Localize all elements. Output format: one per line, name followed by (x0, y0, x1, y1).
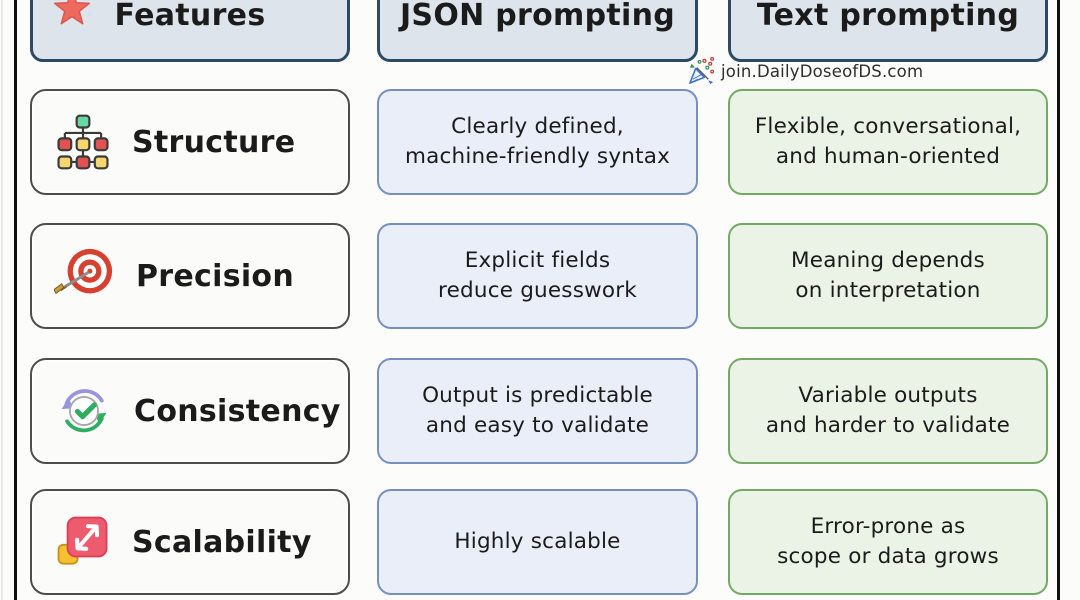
cell-consistency-text: Variable outputs and harder to validate (728, 358, 1048, 464)
watermark: join.DailyDoseofDS.com (686, 56, 923, 87)
feature-structure-label: Structure (132, 124, 296, 160)
cell-scalability-text: Error-prone as scope or data grows (728, 489, 1048, 595)
watermark-text: join.DailyDoseofDS.com (721, 62, 924, 81)
table-frame-left (14, 0, 17, 600)
cell-precision-json: Explicit fields reduce guesswork (377, 223, 698, 329)
cell-precision-text: Meaning depends on interpretation (728, 223, 1048, 329)
cell-scalability-json: Highly scalable (377, 489, 698, 595)
table-frame-right (1057, 0, 1060, 600)
dartboard-icon (54, 245, 116, 307)
header-features: Features (30, 0, 350, 62)
header-json-label: JSON prompting (399, 0, 676, 33)
sync-check-icon (54, 381, 114, 441)
resize-arrow-icon (54, 513, 112, 571)
cell-structure-json: Clearly defined, machine-friendly syntax (377, 89, 698, 195)
cell-consistency-json: Output is predictable and easy to valida… (377, 358, 698, 464)
flowchart-icon (54, 113, 112, 171)
feature-scalability-label: Scalability (132, 524, 312, 560)
feature-consistency-label: Consistency (134, 393, 341, 429)
star-icon (49, 0, 95, 31)
cell-structure-text: Flexible, conversational, and human-orie… (728, 89, 1048, 195)
feature-precision-label: Precision (136, 258, 295, 294)
party-popper-icon (686, 56, 717, 87)
feature-structure: Structure (30, 89, 350, 195)
feature-consistency: Consistency (30, 358, 350, 464)
header-features-label: Features (114, 0, 266, 33)
header-json-prompting: JSON prompting (377, 0, 698, 62)
feature-precision: Precision (30, 223, 350, 329)
header-text-label: Text prompting (756, 0, 1020, 33)
feature-scalability: Scalability (30, 489, 350, 595)
page-edge-line (1, 0, 3, 600)
header-text-prompting: Text prompting (728, 0, 1048, 62)
